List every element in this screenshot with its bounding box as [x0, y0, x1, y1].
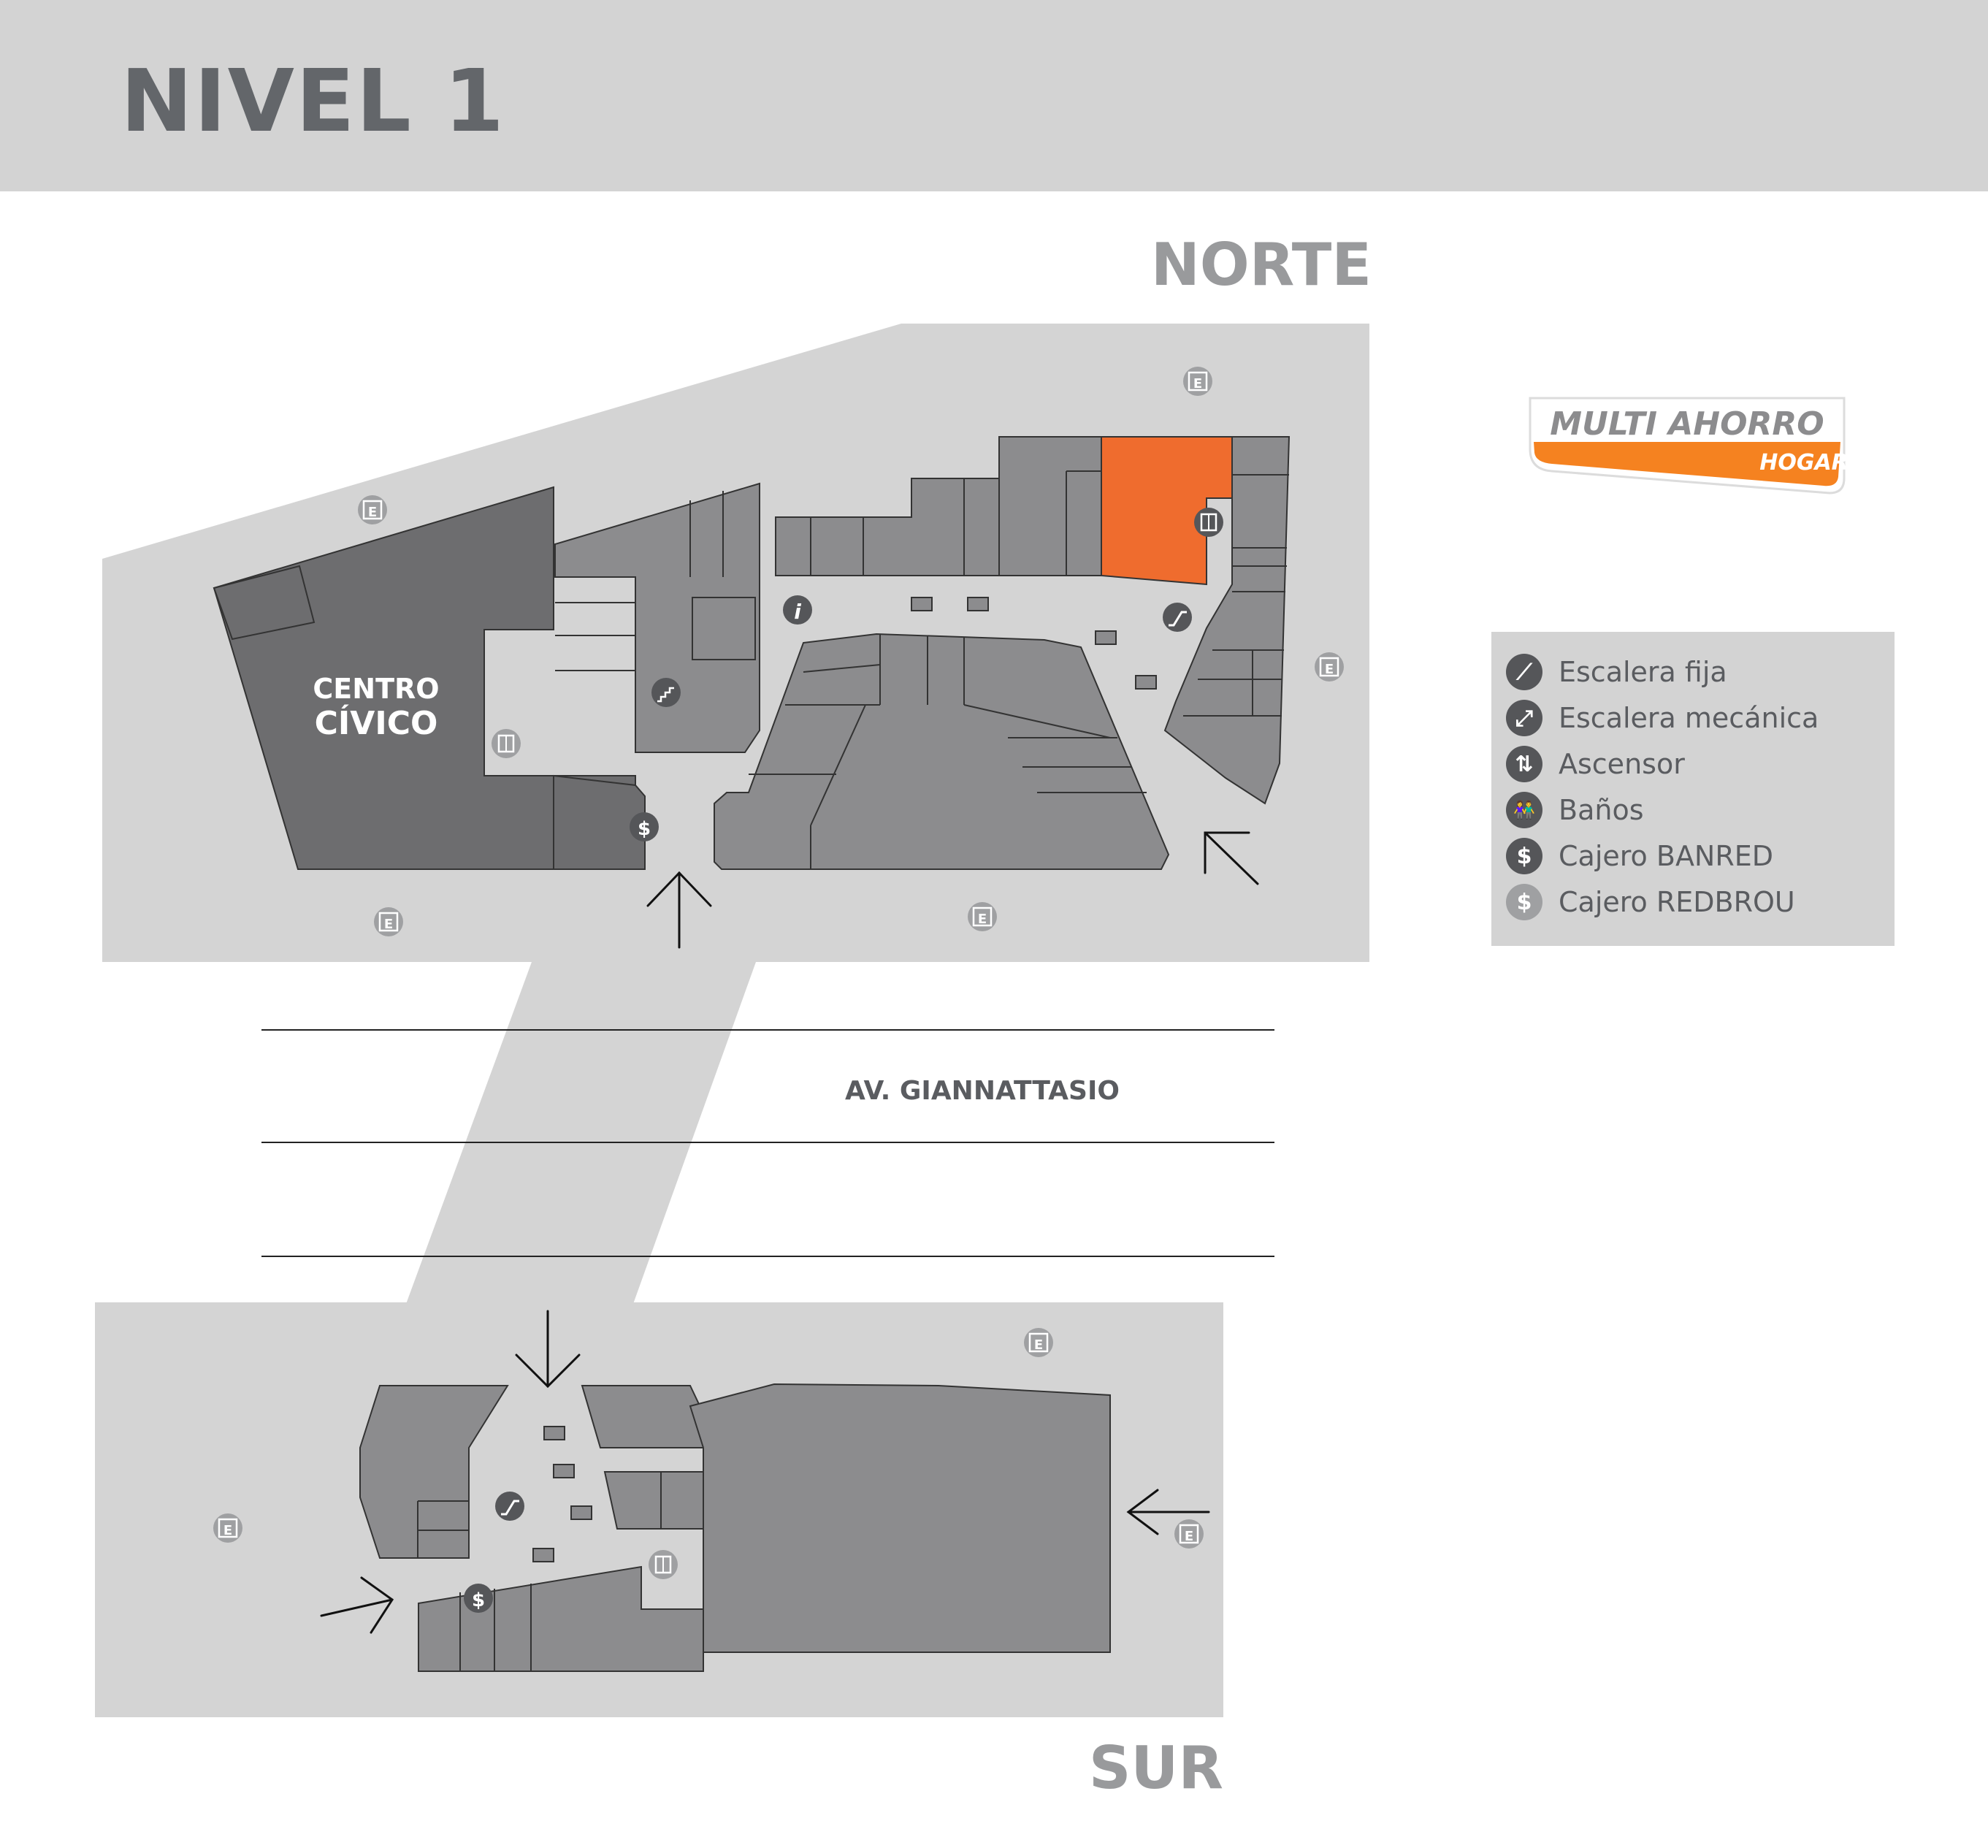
store-block[interactable]: [581, 1385, 704, 1448]
svg-text:E: E: [368, 505, 377, 520]
svg-text:E: E: [1193, 376, 1202, 392]
stairs-icon: [651, 678, 681, 707]
centro-civico-label-2: CÍVICO: [315, 703, 438, 742]
elevator-icon: [1194, 508, 1223, 537]
store-block[interactable]: [775, 436, 1102, 576]
elevator-icon: [492, 729, 521, 758]
exit-icon: E: [213, 1513, 242, 1543]
legend-item-atm-redbrou: $ Cajero REDBROU: [1506, 882, 1795, 922]
kiosk[interactable]: [532, 1548, 554, 1562]
exit-icon: E: [968, 902, 997, 931]
logo-text-main: MULTI AHORRO: [1550, 405, 1824, 443]
legend-label: Escalera mecánica: [1559, 702, 1819, 734]
exit-icon: E: [358, 495, 387, 524]
svg-text:E: E: [1185, 1529, 1193, 1544]
legend-item-stairs: ⟋ Escalera fija: [1506, 652, 1727, 692]
store-block[interactable]: [1163, 436, 1291, 805]
level-title: NIVEL 1: [121, 50, 505, 151]
entrance-arrow: [320, 1598, 394, 1617]
header-bar: [0, 0, 1988, 191]
logo-text-sub: HOGAR: [1759, 450, 1849, 476]
svg-text:E: E: [223, 1523, 232, 1538]
svg-text:$: $: [638, 818, 651, 840]
svg-text:E: E: [384, 917, 393, 932]
legend-label: Ascensor: [1559, 748, 1685, 780]
svg-text:E: E: [978, 912, 987, 927]
atm-banred-icon: $: [1506, 838, 1542, 874]
store-block[interactable]: [359, 1385, 509, 1559]
exit-icon: E: [1315, 652, 1344, 681]
entrance-arrow: [1204, 831, 1259, 885]
svg-text:i: i: [794, 600, 801, 624]
legend-panel: ⟋ Escalera fija ⤢ Escalera mecánica ⇅ As…: [1491, 632, 1895, 946]
store-block[interactable]: [714, 633, 1170, 870]
info-icon: i: [783, 595, 812, 625]
centro-civico-label-1: CENTRO: [313, 673, 439, 705]
south-label: SUR: [1089, 1734, 1223, 1802]
elevator-icon: [649, 1550, 678, 1579]
bridge-walkway: [406, 962, 756, 1304]
kiosk[interactable]: [1095, 630, 1117, 645]
street-name: AV. GIANNATTASIO: [845, 1076, 1120, 1106]
stairs-icon: ⟋: [1506, 654, 1542, 690]
svg-text:E: E: [1034, 1337, 1043, 1353]
atm-icon: $: [464, 1584, 493, 1613]
store-block[interactable]: [603, 1471, 704, 1530]
kiosk[interactable]: [1135, 675, 1157, 690]
multiahorro-hogar-logo: MULTI AHORRO HOGAR: [1529, 397, 1849, 495]
escalator-icon: ⤢: [1506, 700, 1542, 736]
store-block[interactable]: [554, 482, 760, 753]
north-label: NORTE: [1151, 231, 1372, 299]
legend-label: Cajero BANRED: [1559, 840, 1774, 872]
legend-item-elevator: ⇅ Ascensor: [1506, 744, 1685, 784]
legend-label: Escalera fija: [1559, 656, 1727, 688]
kiosk[interactable]: [553, 1464, 575, 1478]
kiosk[interactable]: [911, 597, 933, 611]
anchor-store-south[interactable]: [689, 1383, 1111, 1653]
escalator-icon: [495, 1492, 524, 1521]
elevator-icon: ⇅: [1506, 746, 1542, 782]
legend-item-restroom: 👫 Baños: [1506, 790, 1644, 830]
atm-redbrou-icon: $: [1506, 884, 1542, 920]
legend-item-escalator: ⤢ Escalera mecánica: [1506, 698, 1819, 738]
svg-text:E: E: [1325, 662, 1334, 677]
exit-icon: E: [1183, 367, 1212, 396]
kiosk[interactable]: [967, 597, 989, 611]
kiosk[interactable]: [543, 1426, 565, 1440]
exit-icon: E: [1174, 1519, 1204, 1549]
exit-icon: E: [374, 907, 403, 936]
atm-icon: $: [630, 812, 659, 841]
store-block[interactable]: [692, 597, 756, 660]
centro-civico: [213, 486, 646, 870]
legend-item-atm-banred: $ Cajero BANRED: [1506, 836, 1773, 876]
exit-icon: E: [1024, 1328, 1053, 1357]
restroom-icon: 👫: [1506, 792, 1542, 828]
svg-text:$: $: [472, 1589, 485, 1611]
kiosk[interactable]: [570, 1505, 592, 1520]
escalator-icon: [1163, 603, 1192, 632]
legend-label: Cajero REDBROU: [1559, 886, 1795, 918]
legend-label: Baños: [1559, 794, 1644, 826]
